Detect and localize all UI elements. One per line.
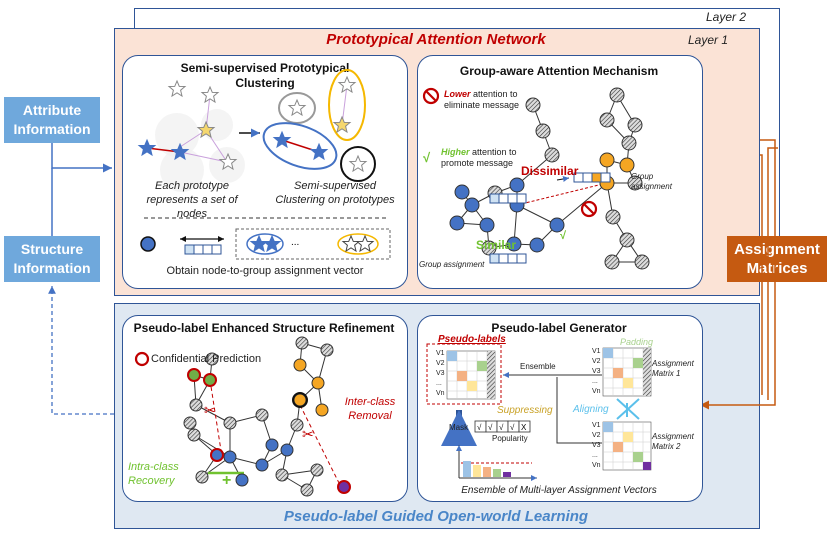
svg-text:✂: ✂ — [204, 402, 216, 418]
svg-text:√: √ — [488, 423, 493, 432]
refinement-panel — [122, 315, 408, 502]
suppressing-label: Suppressing — [497, 405, 553, 416]
lower-word: Lower — [444, 89, 471, 99]
layer-2-label: Layer 2 — [706, 10, 747, 24]
matrix-1-rows: V1 V2 V3 ... Vn — [592, 347, 601, 397]
clustering-graphic: ... — [138, 69, 391, 260]
mask-label: Mask — [449, 423, 469, 432]
row-label: V2 — [436, 360, 445, 367]
structure-information-label: Structure Information — [13, 241, 91, 276]
row-label: V2 — [592, 358, 601, 365]
svg-text:+: + — [222, 472, 231, 489]
row-label: V3 — [592, 368, 601, 375]
refinement-title: Pseudo-label Enhanced Structure Refineme… — [133, 321, 395, 335]
row-label: ... — [592, 378, 598, 385]
layer-1-label: Layer 1 — [688, 33, 729, 47]
popularity-label: Popularity — [492, 434, 528, 443]
aligning-label: Aligning — [573, 404, 609, 415]
padding-label: Padding — [620, 337, 654, 347]
svg-text:√: √ — [499, 423, 504, 432]
svg-text:✂: ✂ — [302, 426, 314, 442]
svg-text:X: X — [521, 423, 527, 432]
row-label: ... — [436, 380, 442, 387]
row-label: ... — [592, 452, 598, 459]
higher-word: Higher — [441, 147, 470, 157]
row-label: V1 — [592, 348, 601, 355]
clustering-caption-bottom: Obtain node-to-group assignment vector — [166, 265, 364, 277]
attribute-information-box: Attribute Information — [4, 97, 100, 143]
row-label: V1 — [592, 422, 601, 429]
dissimilar-label: Dissimilar — [521, 164, 579, 178]
attribute-information-label: Attribute Information — [13, 102, 91, 137]
svg-text:√: √ — [510, 423, 515, 432]
svg-text:√: √ — [560, 230, 567, 242]
group-assignment-label-2: Group assignment — [419, 260, 485, 269]
row-label: V3 — [592, 442, 601, 449]
refinement-graphic: ✂ ✂ + — [134, 336, 351, 497]
lower-attention-text: Lower attention to eliminate message — [444, 89, 544, 111]
generator-graphic: √ √ √ √ X — [426, 343, 652, 481]
row-label: Vn — [592, 462, 601, 469]
row-label: V2 — [592, 432, 601, 439]
generator-caption: Ensemble of Multi-layer Assignment Vecto… — [461, 485, 657, 496]
ensemble-label: Ensemble — [520, 362, 556, 371]
clustering-caption-right: Semi-supervised Clustering on prototypes — [275, 180, 395, 206]
svg-text:...: ... — [291, 237, 299, 248]
assignment-matrix-1-label: Assignment Matrix 1 — [652, 359, 694, 378]
svg-text:√: √ — [423, 150, 431, 165]
attention-title: Group-aware Attention Mechanism — [459, 64, 659, 78]
assignment-matrices-box: Assignment Matrices — [727, 236, 827, 282]
pseudo-label-rows: V1 V2 V3 ... Vn — [436, 349, 445, 399]
clustering-caption-left: Each prototype represents a set of nodes — [146, 180, 238, 220]
row-label: V1 — [436, 350, 445, 357]
svg-text:√: √ — [477, 423, 482, 432]
assignment-matrix-2-label: Assignment Matrix 2 — [652, 432, 694, 451]
inter-class-removal-label: Inter-class Removal — [344, 396, 396, 422]
row-label: Vn — [436, 390, 445, 397]
higher-attention-text: Higher attention to promote message — [441, 147, 541, 169]
lower-rest: attention to eliminate message — [444, 89, 520, 110]
generator-title: Pseudo-label Generator — [491, 321, 627, 335]
row-label: Vn — [592, 388, 601, 395]
attention-panel — [417, 55, 703, 289]
intra-class-recovery-label: Intra-class Recovery — [128, 461, 179, 487]
structure-information-box: Structure Information — [4, 236, 100, 282]
prototypical-attention-network-title: Prototypical Attention Network — [326, 31, 546, 48]
matrix-2-rows: V1 V2 V3 ... Vn — [592, 421, 601, 471]
clustering-title: Semi-supervised Prototypical Clustering — [180, 61, 350, 90]
pseudo-labels-label: Pseudo-labels — [438, 334, 506, 345]
group-assignment-label-1: Group assignment — [631, 172, 672, 191]
open-world-learning-title: Pseudo-label Guided Open-world Learning — [283, 508, 589, 525]
similar-label: Similar — [476, 238, 517, 252]
higher-rest: attention to promote message — [441, 147, 517, 168]
attention-graphic: √ — [422, 87, 650, 270]
row-label: V3 — [436, 370, 445, 377]
confidential-prediction-label: Confidential Prediction — [151, 353, 262, 365]
